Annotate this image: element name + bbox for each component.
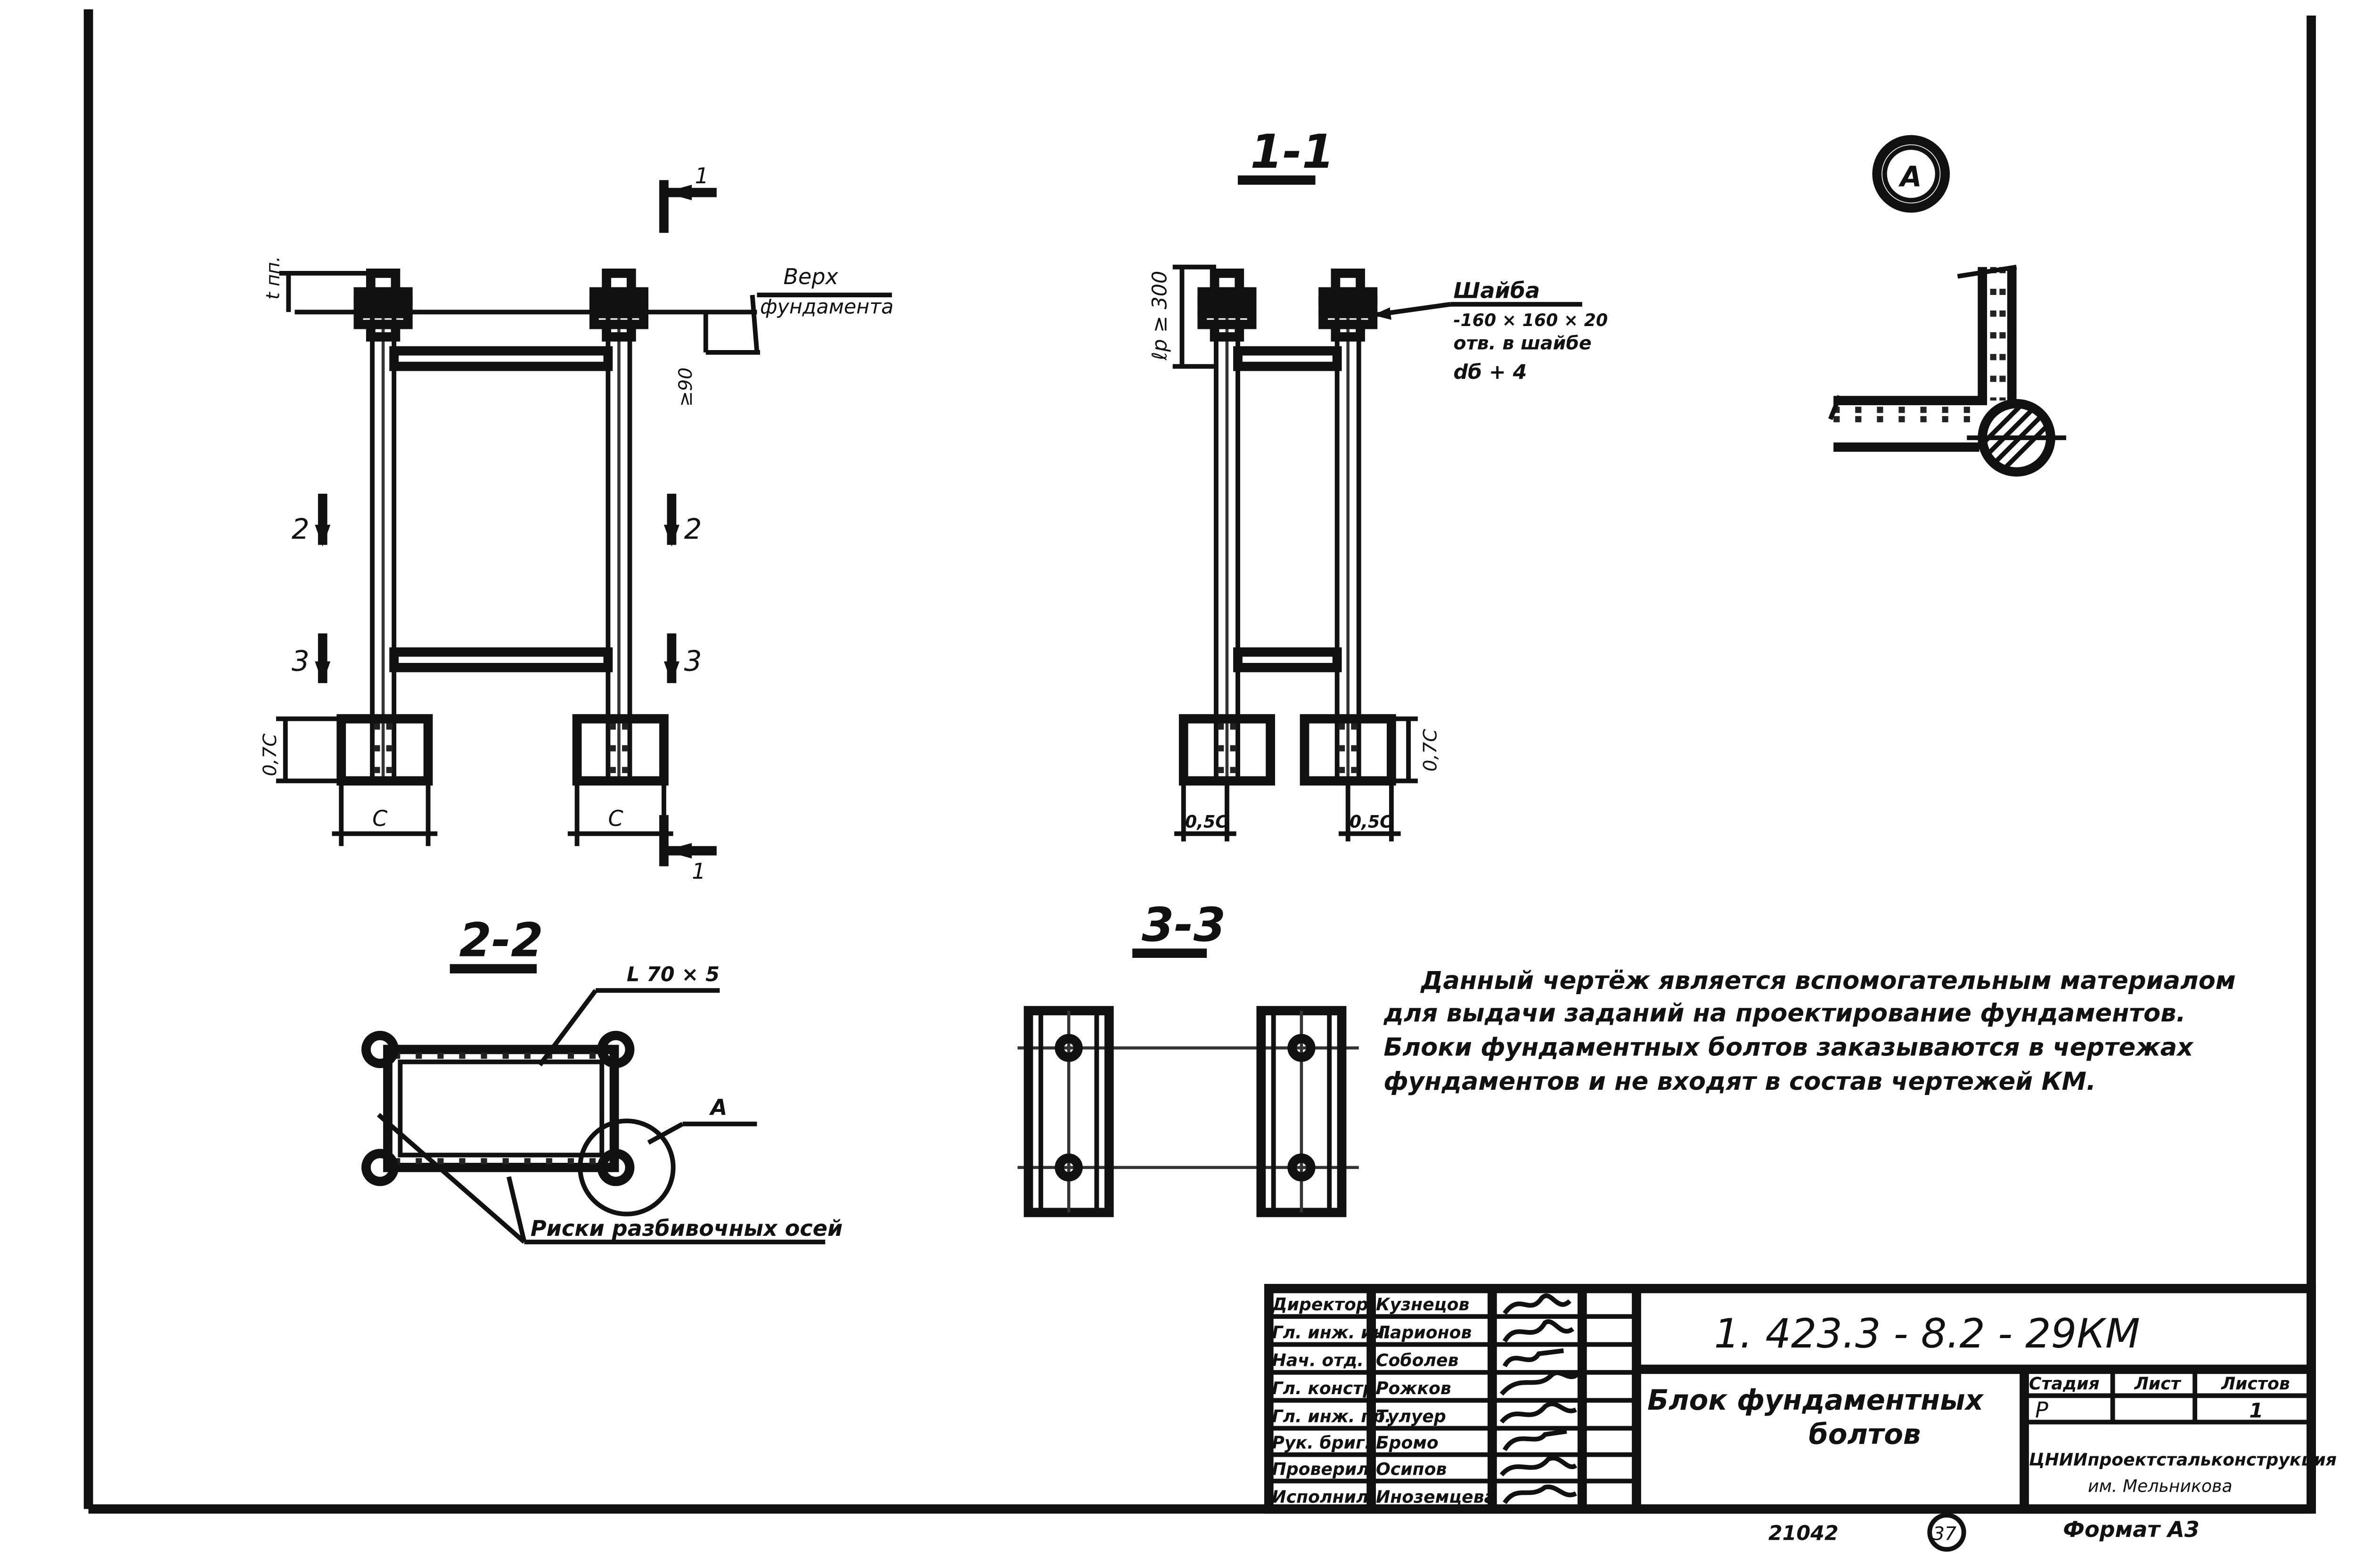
- cut-2-right-label: 2: [684, 513, 702, 545]
- bolt-circle-tr: [597, 1030, 635, 1068]
- cut-1-bottom-label: 1: [692, 858, 705, 884]
- note-line-2: для выдачи заданий на проектирование фун…: [1383, 999, 2185, 1028]
- role-6: Проверил: [1272, 1459, 1369, 1479]
- detail-a-circle: [578, 1119, 676, 1217]
- section-3-3: 3-3: [1017, 898, 1359, 1217]
- detail-a-label: A: [1898, 160, 1922, 193]
- section-1-1: 1-1 ℓp ≥ 300 Шайба -160 × 160 × 20: [1148, 125, 1608, 841]
- angle-label: L 70 × 5: [627, 963, 720, 986]
- dim-90-label: ≥90: [675, 368, 696, 407]
- org-line2: им. Мельникова: [2088, 1476, 2233, 1496]
- name-1: Ларионов: [1375, 1322, 1472, 1342]
- detail-a: A: [1828, 135, 2066, 477]
- front-elevation: 1 1 Верх фунд: [259, 163, 893, 884]
- top-of-foundation-line2: фундамента: [760, 295, 893, 319]
- paper-format: Формат А3: [2063, 1517, 2200, 1542]
- title-block-row-lines: [1268, 1314, 1637, 1484]
- name-4: Тулуер: [1376, 1406, 1446, 1426]
- section-3-3-title: 3-3: [1142, 898, 1226, 952]
- inventory-number: 21042: [1768, 1522, 1839, 1545]
- dim-05c-left-label: 0,5C: [1185, 811, 1228, 832]
- washer-label-2: -160 × 160 × 20: [1454, 310, 1608, 330]
- role-4: Гл. инж. пр.: [1272, 1406, 1391, 1426]
- role-5: Рук. бриг.: [1272, 1432, 1371, 1453]
- drawing-name-line2: болтов: [1808, 1418, 1921, 1450]
- stage-label: Стадия: [2029, 1373, 2100, 1394]
- bolt-circle-bl: [361, 1149, 399, 1186]
- section-2-2: 2-2 L 70 × 5 A Риски разбивочных осей: [361, 914, 843, 1244]
- sheet-label: Лист: [2134, 1373, 2182, 1394]
- note-line-3: Блоки фундаментных болтов заказываются в…: [1383, 1033, 2194, 1062]
- role-1: Гл. инж. ин.: [1272, 1322, 1391, 1342]
- detail-a-marker: [1872, 135, 1950, 213]
- role-2: Нач. отд.: [1272, 1350, 1364, 1371]
- cut-3-right-label: 3: [684, 645, 702, 677]
- page-number-circle: [1927, 1513, 1966, 1552]
- washer-label-1: Шайба: [1454, 278, 1540, 303]
- sheets-value: 1: [2249, 1399, 2263, 1422]
- cut-2-left-label: 2: [292, 513, 310, 545]
- role-7: Исполнил: [1272, 1487, 1368, 1507]
- drawing-name-line1: Блок фундаментных: [1647, 1384, 1984, 1416]
- t-pp-label: t пп.: [262, 256, 284, 300]
- note-line-1: Данный чертёж является вспомогательным м…: [1420, 966, 2235, 995]
- general-note: Данный чертёж является вспомогательным м…: [1383, 966, 2235, 1096]
- stage-value: Р: [2035, 1397, 2048, 1422]
- name-0: Кузнецов: [1376, 1294, 1469, 1315]
- section-1-1-title: 1-1: [1250, 125, 1334, 179]
- footer: 21042 37 Формат А3: [1768, 1513, 2200, 1552]
- note-line-4: фундаментов и не входят в состав чертеже…: [1383, 1067, 2096, 1096]
- cut-1-top-label: 1: [695, 163, 709, 188]
- cut-3-left-label: 3: [292, 645, 310, 677]
- dim-lp-label: ℓp ≥ 300: [1148, 271, 1172, 361]
- page-number: 37: [1933, 1523, 1956, 1545]
- org-line1: ЦНИИпроектстальконструкция: [2029, 1450, 2337, 1470]
- name-7: Иноземцева: [1376, 1487, 1496, 1507]
- dim-c-right-label: C: [608, 806, 623, 831]
- detail-a-ref: A: [709, 1094, 728, 1120]
- dim-07c-left-label: 0,7C: [259, 734, 281, 776]
- role-3: Гл. констр.: [1272, 1378, 1382, 1398]
- dim-c-left-label: C: [372, 806, 388, 831]
- name-2: Соболев: [1376, 1350, 1459, 1371]
- drawing-code: 1. 423.3 - 8.2 - 29КМ: [1714, 1311, 2140, 1357]
- name-6: Осипов: [1376, 1459, 1447, 1479]
- role-0: Директор: [1271, 1294, 1368, 1315]
- risk-label: Риски разбивочных осей: [531, 1216, 843, 1241]
- bolt-circle-tl: [361, 1030, 399, 1068]
- name-5: Бромо: [1376, 1432, 1439, 1453]
- title-block: Директор Гл. инж. ин. Нач. отд. Гл. конс…: [1264, 1284, 2337, 1514]
- sheets-label: Листов: [2221, 1373, 2290, 1394]
- washer-label-4: dб + 4: [1454, 360, 1527, 384]
- section-2-2-title: 2-2: [459, 914, 543, 968]
- top-of-foundation-line1: Верх: [783, 264, 838, 289]
- signatures: [1499, 1293, 1581, 1504]
- name-3: Рожков: [1376, 1378, 1451, 1398]
- washer-label-3: отв. в шайбе: [1454, 332, 1592, 354]
- bolt-circle-br: [597, 1149, 635, 1186]
- dim-05c-right-label: 0,5C: [1350, 811, 1392, 832]
- dim-07c-right-label: 0,7C: [1419, 729, 1441, 772]
